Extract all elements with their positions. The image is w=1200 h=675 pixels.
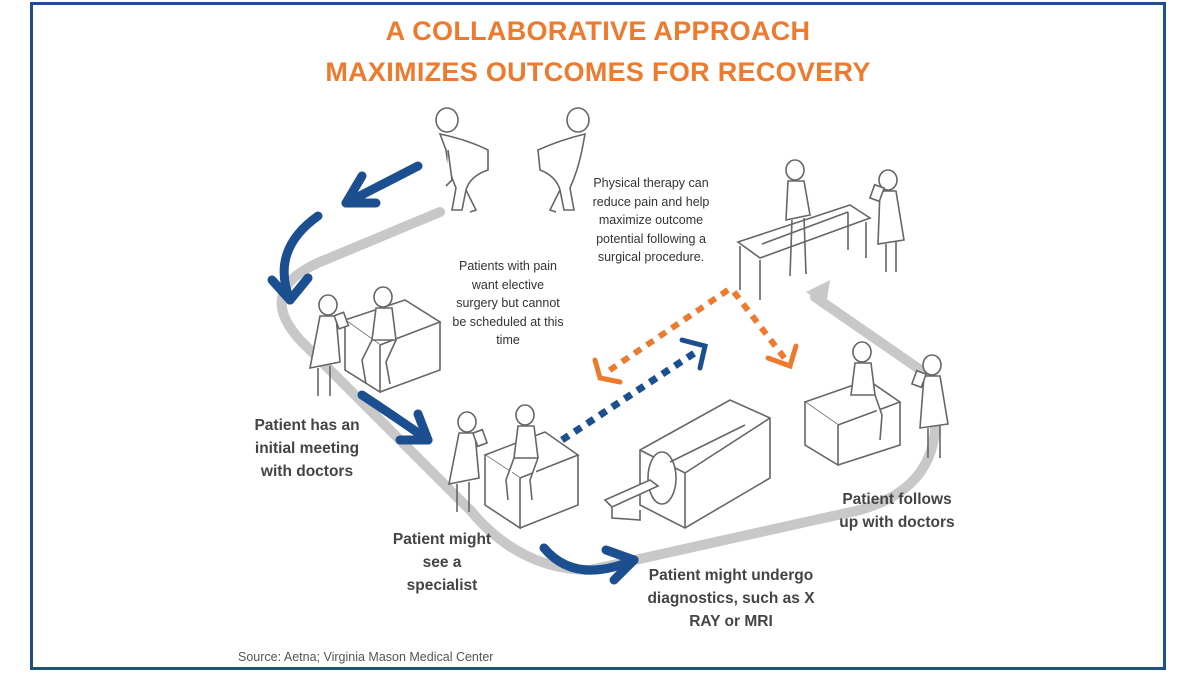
recovery-path-arrowhead — [806, 280, 830, 306]
blue-arrow-bottom — [539, 543, 639, 585]
patient-seated-middle — [505, 404, 539, 501]
blue-arrow-curve-left — [267, 211, 323, 305]
source-note: Source: Aetna; Virginia Mason Medical Ce… — [238, 650, 494, 664]
patient-seated-right — [850, 341, 883, 441]
blue-dotted-arrow — [560, 337, 708, 443]
blue-arrow-top — [341, 161, 423, 208]
note-physical-therapy: Physical therapy can reduce pain and hel… — [592, 176, 710, 264]
doctor-right — [910, 354, 949, 458]
physical-therapist — [785, 159, 811, 277]
mri-scanner — [603, 399, 771, 529]
doctor-left — [308, 294, 350, 396]
doctor-top-right — [868, 169, 905, 272]
step-diagnostics: Patient might undergo diagnostics, such … — [647, 567, 815, 630]
step-initial-meeting: Patient has an initial meeting with doct… — [254, 417, 360, 480]
doctor-middle — [447, 411, 489, 512]
note-pain-patients: Patients with pain want elective surgery… — [452, 259, 564, 347]
back-pain-person-right — [537, 107, 590, 213]
step-specialist: Patient might see a specialist — [392, 531, 492, 594]
blue-arrow-middle — [357, 390, 433, 445]
exam-table-right — [803, 379, 902, 467]
orange-dotted-arrows — [592, 287, 799, 385]
frame-border — [30, 2, 1166, 670]
title-line-1: A COLLABORATIVE APPROACH — [385, 16, 811, 46]
step-follow-up: Patient follows up with doctors — [839, 491, 955, 531]
back-pain-person-left — [435, 107, 489, 213]
title-line-2: MAXIMIZES OUTCOMES FOR RECOVERY — [325, 57, 871, 87]
patient-seated-left — [361, 286, 397, 385]
